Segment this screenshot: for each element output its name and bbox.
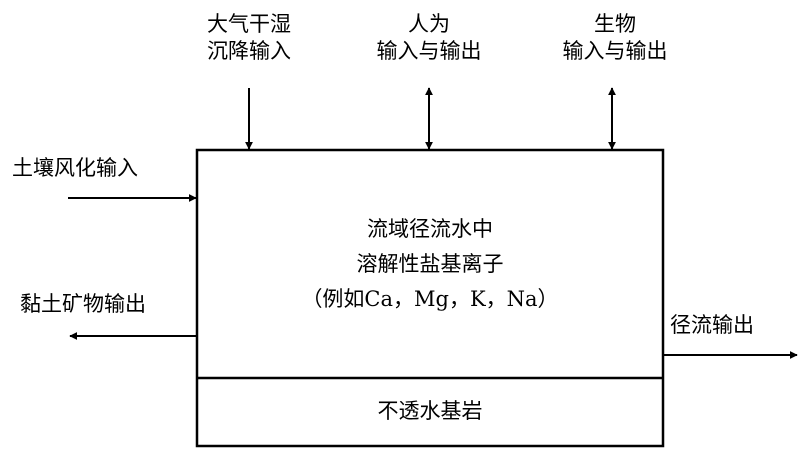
atmospheric-line-1: 大气干湿 <box>207 12 291 36</box>
box-line-2: 溶解性盐基离子 <box>356 252 504 276</box>
box-line-1: 流域径流水中 <box>367 217 493 241</box>
runoff-output-label: 径流输出 <box>670 313 754 337</box>
box-line-3: （例如Ca，Mg，K，Na） <box>301 287 559 311</box>
box-content: 流域径流水中 溶解性盐基离子 （例如Ca，Mg，K，Na） <box>197 212 663 317</box>
biological-io-label: 生物 输入与输出 <box>540 11 690 65</box>
weathering-input-label: 土壤风化输入 <box>12 156 138 180</box>
human-line-1: 人为 <box>408 12 450 36</box>
bedrock-label: 不透水基岩 <box>377 399 483 423</box>
biological-line-1: 生物 <box>594 12 636 36</box>
clay-output-label: 黏土矿物输出 <box>20 292 146 316</box>
human-io-label: 人为 输入与输出 <box>354 11 504 65</box>
atmospheric-line-2: 沉降输入 <box>207 39 291 63</box>
biological-line-2: 输入与输出 <box>562 39 668 63</box>
human-line-2: 输入与输出 <box>376 39 482 63</box>
watershed-box <box>195 148 665 448</box>
atmospheric-input-label: 大气干湿 沉降输入 <box>189 11 309 65</box>
